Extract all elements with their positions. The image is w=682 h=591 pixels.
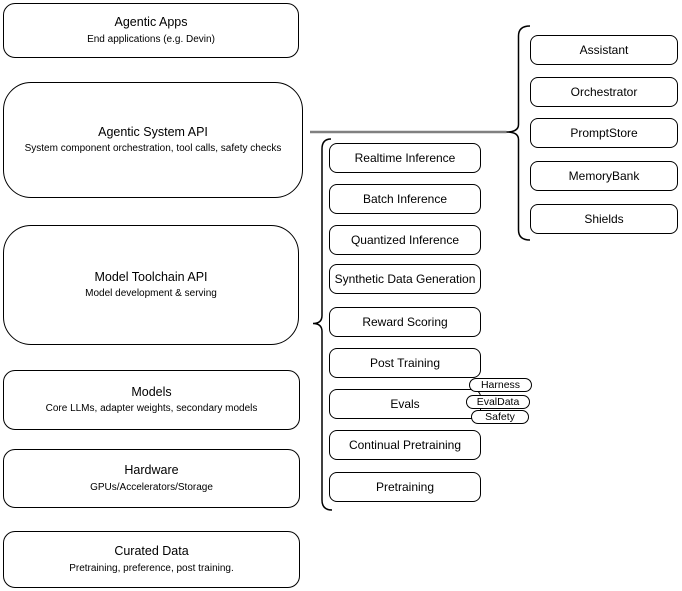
node-evals: Evals xyxy=(329,389,481,419)
node-label: Evals xyxy=(390,397,420,411)
node-title: Hardware xyxy=(124,463,179,478)
node-label: Synthetic Data Generation xyxy=(334,272,476,286)
node-label: Pretraining xyxy=(375,480,435,494)
node-hardware: Hardware GPUs/Accelerators/Storage xyxy=(3,449,300,508)
pill-label: Harness xyxy=(480,378,521,391)
node-subtitle: Core LLMs, adapter weights, secondary mo… xyxy=(45,403,258,415)
node-label: Post Training xyxy=(369,356,441,370)
node-realtime-inference: Realtime Inference xyxy=(329,143,481,173)
node-label: Quantized Inference xyxy=(350,233,460,247)
pill-safety: Safety xyxy=(471,410,529,424)
node-subtitle: Model development & serving xyxy=(85,288,217,300)
node-reward-scoring: Reward Scoring xyxy=(329,307,481,337)
node-quantized-inference: Quantized Inference xyxy=(329,225,481,255)
node-continual-pretraining: Continual Pretraining xyxy=(329,430,481,460)
node-batch-inference: Batch Inference xyxy=(329,184,481,214)
node-models: Models Core LLMs, adapter weights, secon… xyxy=(3,370,300,430)
node-synthetic-data-generation: Synthetic Data Generation xyxy=(329,264,481,294)
node-memorybank: MemoryBank xyxy=(530,161,678,191)
node-orchestrator: Orchestrator xyxy=(530,77,678,107)
node-label: Orchestrator xyxy=(570,85,638,99)
pill-harness: Harness xyxy=(469,378,532,392)
node-label: PromptStore xyxy=(570,126,638,140)
node-title: Models xyxy=(131,384,172,399)
node-label: Reward Scoring xyxy=(362,315,448,329)
node-title: Agentic System API xyxy=(98,124,208,139)
node-agentic-system-api: Agentic System API System component orch… xyxy=(3,82,303,198)
node-promptstore: PromptStore xyxy=(530,118,678,148)
node-label: Shields xyxy=(584,212,624,226)
brace-system-components-group xyxy=(506,25,531,241)
node-label: Continual Pretraining xyxy=(348,438,462,452)
node-label: Batch Inference xyxy=(362,192,448,206)
node-title: Curated Data xyxy=(114,544,189,559)
node-subtitle: Pretraining, preference, post training. xyxy=(69,562,234,574)
pill-label: EvalData xyxy=(476,395,520,408)
node-model-toolchain-api: Model Toolchain API Model development & … xyxy=(3,225,299,345)
node-subtitle: End applications (e.g. Devin) xyxy=(87,33,215,45)
node-title: Agentic Apps xyxy=(114,15,188,30)
node-curated-data: Curated Data Pretraining, preference, po… xyxy=(3,531,300,588)
pill-evaldata: EvalData xyxy=(466,395,530,409)
node-agentic-apps: Agentic Apps End applications (e.g. Devi… xyxy=(3,3,299,58)
node-label: MemoryBank xyxy=(568,169,640,183)
node-label: Assistant xyxy=(579,43,629,57)
node-pretraining: Pretraining xyxy=(329,472,481,502)
node-assistant: Assistant xyxy=(530,35,678,65)
node-subtitle: System component orchestration, tool cal… xyxy=(24,143,282,155)
node-title: Model Toolchain API xyxy=(94,269,208,284)
node-subtitle: GPUs/Accelerators/Storage xyxy=(90,481,213,493)
node-post-training: Post Training xyxy=(329,348,481,378)
node-label: Realtime Inference xyxy=(354,151,456,165)
node-shields: Shields xyxy=(530,204,678,234)
pill-label: Safety xyxy=(485,410,515,423)
